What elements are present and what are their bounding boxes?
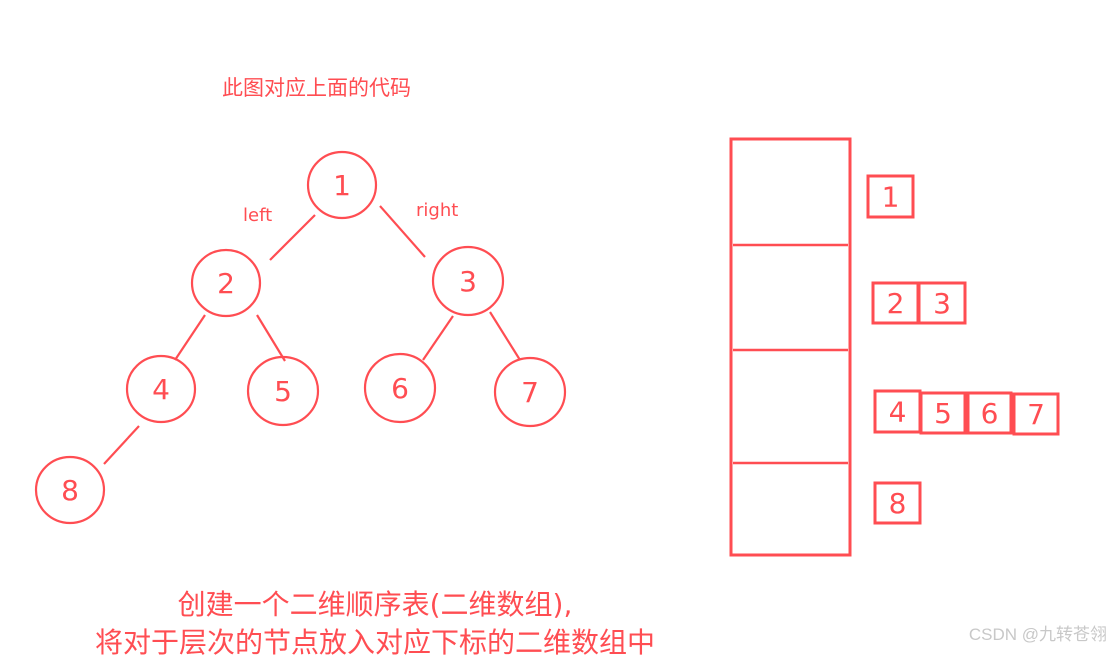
node-circle: [493, 356, 567, 428]
node-label: 3: [459, 265, 477, 298]
node-circle: [246, 355, 320, 427]
array-cell-label: 5: [934, 397, 952, 430]
array-cell-7: [1012, 392, 1060, 436]
array-cell-label: 4: [889, 396, 907, 429]
node-label: 5: [274, 375, 292, 408]
tree-node-6: 6: [363, 352, 437, 424]
right-edge-label: right: [416, 200, 459, 221]
csdn-watermark: CSDN @九转苍翎: [968, 625, 1107, 644]
node-circle: [125, 354, 197, 424]
tree-edge-3-6: [422, 315, 454, 361]
array-cell-8: [873, 481, 922, 525]
array-outer-frame: [729, 137, 852, 557]
array-cell-label: 8: [889, 487, 907, 520]
array-cell-label: 7: [1027, 398, 1045, 431]
diagram-title: 此图对应上面的代码: [222, 76, 411, 100]
tree-node-1: 1: [306, 150, 378, 220]
node-label: 6: [391, 372, 409, 405]
tree-edge-3-7: [489, 311, 521, 361]
caption-line-2: 将对于层次的节点放入对应下标的二维数组中: [94, 626, 655, 659]
tree-node-4: 4: [125, 354, 197, 424]
tree-node-7: 7: [493, 356, 567, 428]
tree-node-5: 5: [246, 355, 320, 427]
array-row-level-0: 1: [866, 174, 915, 219]
node-label: 4: [152, 373, 170, 406]
array-cell-1: [866, 174, 915, 219]
node-label: 2: [217, 267, 235, 300]
node-label: 1: [333, 169, 351, 202]
array-cell-label: 1: [882, 181, 900, 214]
array-cell-label: 3: [933, 287, 951, 320]
tree-node-2: 2: [190, 248, 262, 318]
node-circle: [306, 150, 378, 220]
array-cell-label: 2: [887, 287, 905, 320]
tree-edge-1-3: [379, 205, 426, 258]
array-cell-label: 6: [981, 397, 999, 430]
array-cell-6: [966, 391, 1013, 435]
array-cell-5: [919, 391, 967, 435]
array-row-level-3: 8: [873, 481, 922, 525]
node-label: 8: [61, 474, 79, 507]
caption-line-1: 创建一个二维顺序表(二维数组),: [177, 588, 573, 621]
tree-node-8: 8: [34, 455, 106, 525]
array-cell-3: [917, 281, 967, 325]
node-circle: [34, 455, 106, 525]
node-circle: [190, 248, 262, 318]
tree-edge-4-8: [103, 425, 140, 465]
left-edge-label: left: [243, 205, 273, 226]
tree-node-3: 3: [431, 245, 505, 317]
tree-edge-1-2: [269, 214, 316, 261]
node-circle: [431, 245, 505, 317]
node-circle: [363, 352, 437, 424]
node-label: 7: [521, 376, 539, 409]
tree-edge-2-4: [174, 314, 206, 361]
tree-edge-2-5: [256, 314, 286, 362]
